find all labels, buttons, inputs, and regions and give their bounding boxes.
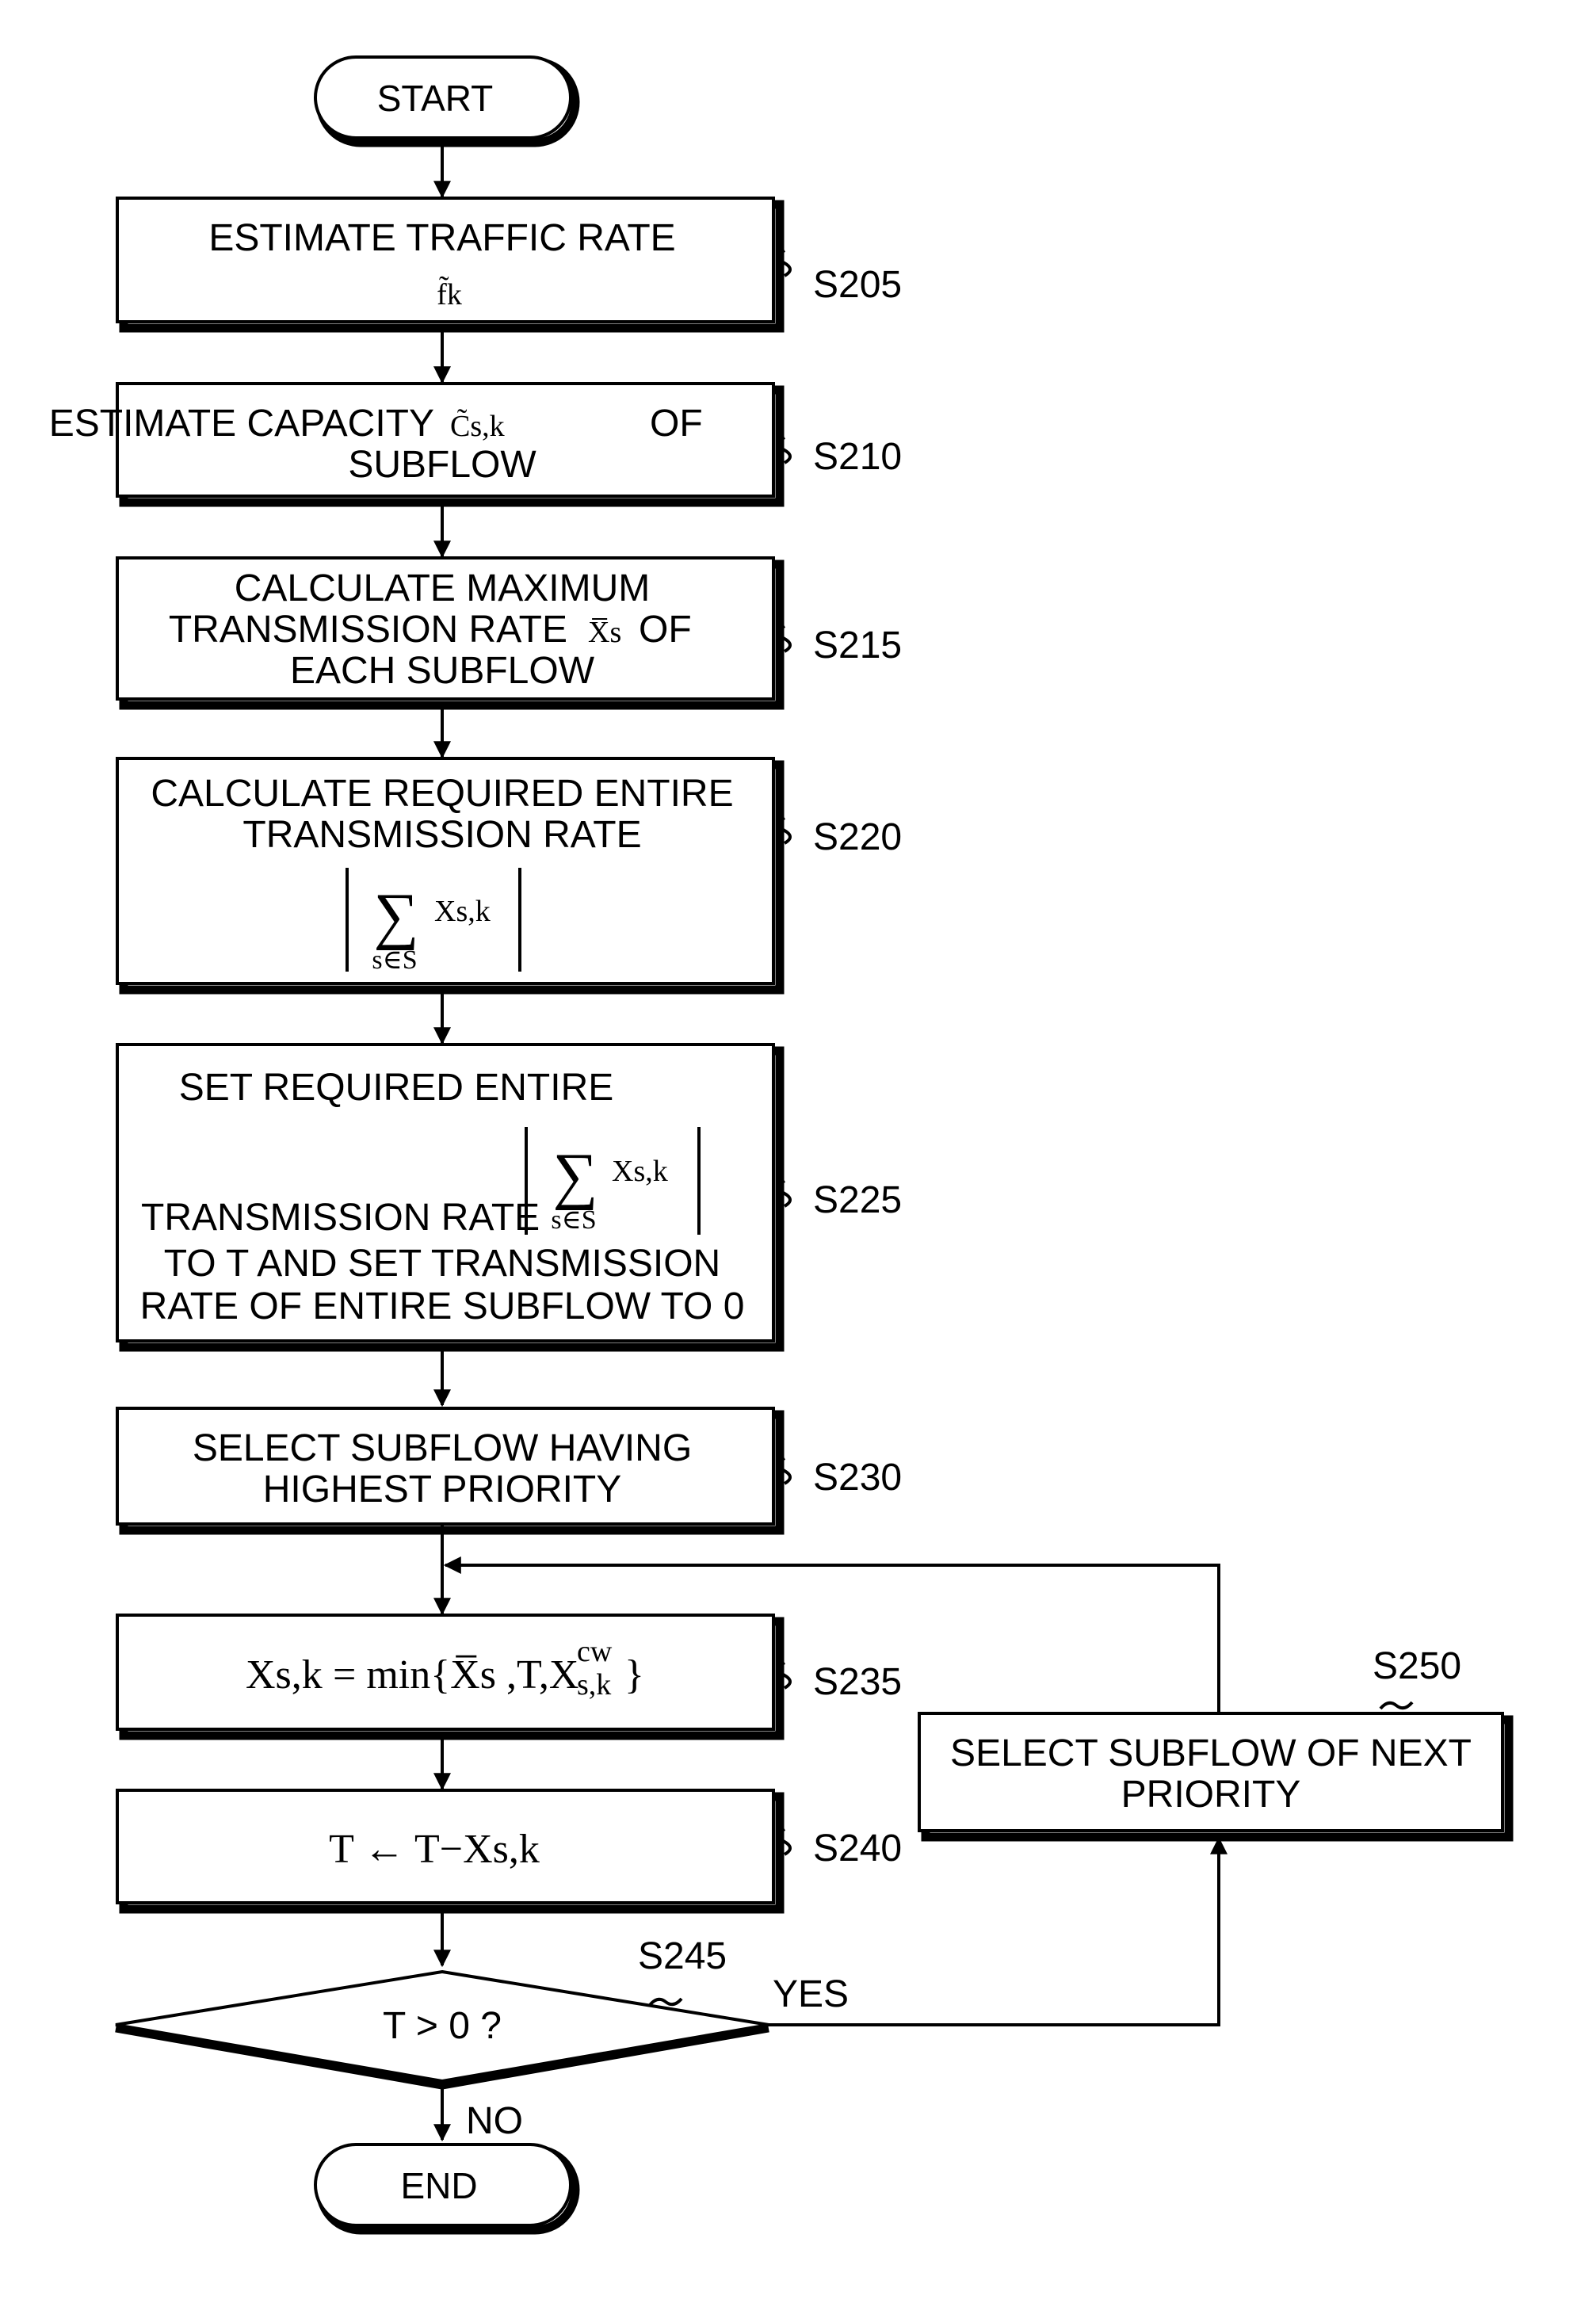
s250-text-line2: PRIORITY bbox=[1121, 1774, 1301, 1816]
s220-text-line1: CALCULATE REQUIRED ENTIRE bbox=[151, 773, 733, 815]
s225-text-line3: TO T AND SET TRANSMISSION bbox=[164, 1243, 720, 1285]
s205-step-label: S205 bbox=[813, 264, 902, 306]
s215-text-line2-pre: TRANSMISSION RATE bbox=[169, 609, 567, 651]
s210-text-pre: ESTIMATE CAPACITY bbox=[49, 403, 434, 445]
s210-step-label: S210 bbox=[813, 436, 902, 478]
s225-text-line2: TRANSMISSION RATE bbox=[141, 1197, 540, 1239]
s225-step-label: S225 bbox=[813, 1179, 902, 1221]
s220-step-label: S220 bbox=[813, 816, 902, 858]
s215-text-line2-post: OF bbox=[639, 609, 692, 651]
s235-formula-close: } bbox=[624, 1652, 644, 1698]
s225-text-line4: RATE OF ENTIRE SUBFLOW TO 0 bbox=[140, 1285, 745, 1327]
step-s205: ESTIMATE TRAFFIC RATE f̃k S205 bbox=[117, 198, 902, 328]
s235-formula-sub: s,k bbox=[577, 1668, 611, 1701]
s245-question: T > 0 ? bbox=[383, 2005, 502, 2047]
start-label: START bbox=[377, 78, 494, 119]
s215-math: X̅s bbox=[588, 616, 621, 649]
s230-step-label: S230 bbox=[813, 1457, 902, 1499]
s235-formula-lhs: Xs,k bbox=[246, 1652, 323, 1698]
start-terminal: START bbox=[315, 57, 575, 143]
s230-text-line2: HIGHEST PRIORITY bbox=[263, 1468, 622, 1511]
s240-step-label: S240 bbox=[813, 1828, 902, 1870]
s250-text-line1: SELECT SUBFLOW OF NEXT bbox=[950, 1732, 1472, 1774]
step-s220: CALCULATE REQUIRED ENTIRE TRANSMISSION R… bbox=[117, 758, 902, 990]
s245-step-label: S245 bbox=[638, 1935, 727, 1977]
decision-s245: T > 0 ? S245 YES NO bbox=[116, 1935, 849, 2142]
s215-text-line1: CALCULATE MAXIMUM bbox=[235, 567, 651, 609]
s215-text-line3: EACH SUBFLOW bbox=[290, 650, 595, 692]
s220-sum-subscript: s∈S bbox=[372, 945, 417, 975]
s250-step-label: S250 bbox=[1373, 1645, 1461, 1687]
step-s230: SELECT SUBFLOW HAVING HIGHEST PRIORITY S… bbox=[117, 1408, 902, 1530]
s220-sum-term: Xs,k bbox=[434, 895, 491, 928]
s220-text-line2: TRANSMISSION RATE bbox=[242, 814, 641, 856]
step-s250: SELECT SUBFLOW OF NEXT PRIORITY S250 bbox=[919, 1645, 1509, 1837]
end-label: END bbox=[400, 2165, 477, 2206]
s225-sum-term: Xs,k bbox=[612, 1155, 668, 1188]
s225-text-line1: SET REQUIRED ENTIRE bbox=[179, 1067, 614, 1109]
s225-sum-subscript: s∈S bbox=[551, 1205, 596, 1235]
s235-formula-sup: cw bbox=[577, 1635, 613, 1668]
s235-formula-rhs: = min{X̅s ,T,X bbox=[333, 1652, 578, 1698]
s245-leader bbox=[650, 1999, 682, 2005]
end-terminal: END bbox=[315, 2145, 575, 2230]
step-s225: SET REQUIRED ENTIRE ∑ Xs,k s∈S TRANSMISS… bbox=[117, 1045, 902, 1347]
s210-math: C̃s,k bbox=[450, 409, 505, 443]
step-s235: Xs,k = min{X̅s ,T,X cw s,k } S235 bbox=[117, 1615, 902, 1736]
s205-text: ESTIMATE TRAFFIC RATE bbox=[208, 217, 675, 259]
s250-leader bbox=[1380, 1702, 1412, 1709]
s210-text-line2: SUBFLOW bbox=[348, 444, 536, 486]
step-s240: T ← T−Xs,k S240 bbox=[117, 1790, 902, 1909]
s245-yes-label: YES bbox=[773, 1973, 849, 2015]
s235-step-label: S235 bbox=[813, 1661, 902, 1703]
s220-sum-symbol: ∑ bbox=[373, 881, 418, 951]
s225-sum-symbol: ∑ bbox=[552, 1141, 598, 1211]
step-s210: ESTIMATE CAPACITY C̃s,k OF SUBFLOW S210 bbox=[49, 384, 902, 502]
s245-no-label: NO bbox=[466, 2100, 523, 2142]
s240-formula: T ← T−Xs,k bbox=[329, 1827, 540, 1872]
s205-math: f̃k bbox=[437, 277, 462, 311]
step-s215: CALCULATE MAXIMUM TRANSMISSION RATE X̅s … bbox=[117, 558, 902, 705]
s215-step-label: S215 bbox=[813, 624, 902, 666]
s230-text-line1: SELECT SUBFLOW HAVING bbox=[193, 1427, 692, 1469]
s210-text-post: OF bbox=[650, 403, 703, 445]
